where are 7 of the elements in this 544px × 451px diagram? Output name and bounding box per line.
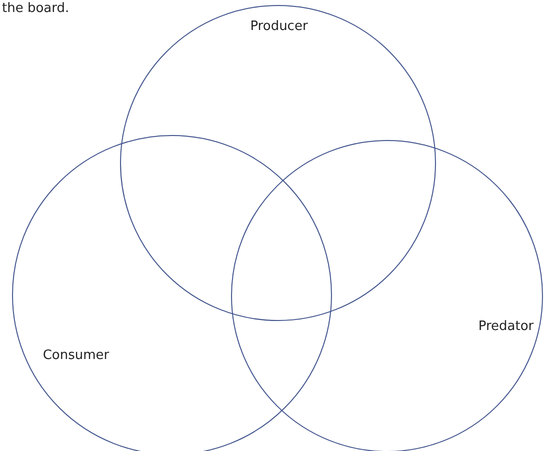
set-label: Consumer [42, 348, 110, 363]
venn-circle [12, 135, 332, 451]
venn-circle [231, 140, 543, 451]
set-label: Predator [478, 319, 534, 334]
caption-text: the board. [2, 1, 70, 16]
set-label: Producer [250, 19, 308, 34]
venn-circle [120, 5, 436, 321]
